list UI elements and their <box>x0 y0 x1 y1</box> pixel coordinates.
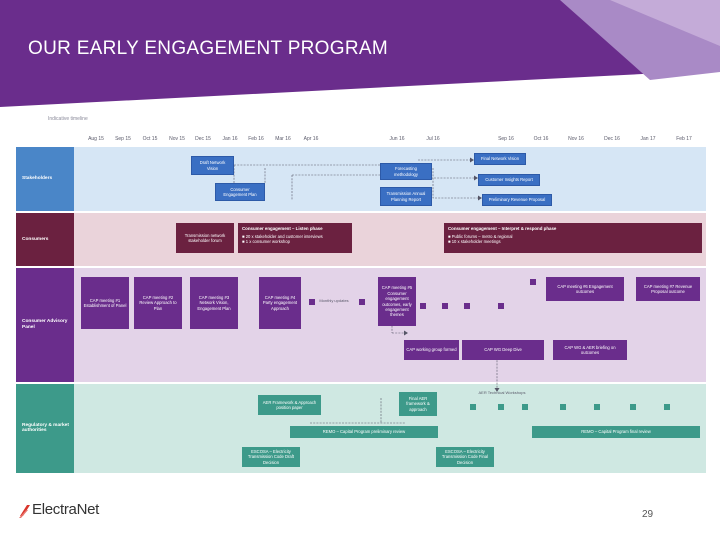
tapr-box: Transmission Annual Planning Report <box>380 187 432 206</box>
escosa-final-box: ESCOSA – Electricity Transmission Code F… <box>436 447 494 467</box>
month-label: Jan 17 <box>640 136 656 142</box>
interpret-phase-box: Consumer engagement – Interpret & respon… <box>444 223 702 253</box>
monthly-update-marker <box>309 299 315 305</box>
cap-meeting-5-box: CAP meeting #5 Consumer engagement outco… <box>378 277 416 326</box>
month-label: Nov 16 <box>568 136 584 142</box>
cap-label: Consumer Advisory Panel <box>16 268 74 382</box>
timeline-caption: Indicative timeline <box>48 116 88 122</box>
month-label: Dec 16 <box>604 136 620 142</box>
listen-phase-bullet-text: 1 x consumer workshop <box>245 239 290 245</box>
listen-phase-title: Consumer engagement – Listen phase <box>242 226 323 231</box>
cap-working-group-box: CAP working group formed <box>404 340 459 360</box>
aer-framework-box: AER Framework & Approach position paper <box>258 395 321 415</box>
cap-meeting-6-box: CAP meeting #6 Engagement outcomes <box>546 277 624 301</box>
page-number: 29 <box>642 509 654 520</box>
interpret-phase-title: Consumer engagement – Interpret & respon… <box>448 226 557 231</box>
aer-workshop-marker <box>498 404 504 410</box>
final-aer-framework-box: Final AER framework & approach <box>399 392 437 416</box>
month-header: Aug 15 Sep 15 Oct 15 Nov 15 Dec 15 Jan 1… <box>0 136 720 146</box>
month-label: Feb 16 <box>248 136 264 142</box>
aer-workshop-marker <box>664 404 670 410</box>
final-network-vision-box: Final Network Vision <box>474 153 526 165</box>
aer-workshop-marker <box>470 404 476 410</box>
cap-label-text: Consumer Advisory Panel <box>22 319 68 330</box>
stakeholders-label: Stakeholders <box>16 147 74 211</box>
consumer-engagement-plan-box: Consumer Engagement Plan <box>215 183 265 201</box>
month-label: Jan 16 <box>222 136 238 142</box>
draft-network-vision-box: Draft Network Vision <box>191 156 234 175</box>
monthly-update-marker <box>359 299 365 305</box>
stakeholders-band <box>16 147 706 211</box>
preliminary-revenue-proposal-box: Preliminary Revenue Proposal <box>482 194 552 206</box>
cap-meeting-2-box: CAP meeting #2 Review Approach to Plan <box>134 277 182 329</box>
cap-meeting-1-box: CAP meeting #1 Establishment of Panel <box>81 277 129 329</box>
consumers-label-text: Consumers <box>22 236 49 242</box>
month-label: Nov 15 <box>169 136 185 142</box>
cap-meeting-7-box: CAP meeting #7 Revenue Proposal outcome <box>636 277 700 301</box>
month-label: Sep 15 <box>115 136 131 142</box>
monthly-update-marker <box>498 303 504 309</box>
interpret-phase-bullet: ■ Public forums – metro & regional <box>448 233 513 239</box>
aer-workshop-marker <box>560 404 566 410</box>
cap-meeting-3-box: CAP meeting #3 Network Vision, Engagemen… <box>190 277 238 329</box>
remo-preliminary-box: REMO – Capital Program preliminary revie… <box>290 426 438 438</box>
remo-final-box: REMO – Capital Program final review <box>532 426 700 438</box>
aer-workshop-marker <box>594 404 600 410</box>
listen-phase-bullet: ■ 20 x stakeholder and customer intervie… <box>242 233 323 239</box>
aer-technical-workshops-label: AER Technical Workshops <box>478 390 526 395</box>
regulatory-label: Regulatory & market authorities <box>16 384 74 473</box>
cap-wg-aer-box: CAP WG & AER briefing on outcomes <box>553 340 627 360</box>
transmission-forum-box: Transmission network stakeholder forum <box>176 223 234 253</box>
slide-title: OUR EARLY ENGAGEMENT PROGRAM <box>28 38 388 59</box>
regulatory-label-text: Regulatory & market authorities <box>22 422 69 434</box>
aer-workshop-marker <box>522 404 528 410</box>
month-label: Sep 16 <box>498 136 514 142</box>
electranet-logo: ElectraNet <box>18 500 118 520</box>
aer-workshop-marker <box>630 404 636 410</box>
listen-phase-bullet-text: 20 x stakeholder and customer interviews <box>245 233 323 239</box>
month-label: Feb 17 <box>676 136 692 142</box>
month-label: Apr 16 <box>303 136 319 142</box>
interpret-phase-bullet-text: 10 x stakeholder meetings <box>451 239 501 245</box>
escosa-draft-box: ESCOSA – Electricity Transmission Code D… <box>242 447 300 467</box>
month-label: Mar 16 <box>275 136 291 142</box>
monthly-update-marker <box>442 303 448 309</box>
month-label: Oct 15 <box>142 136 158 142</box>
title-banner <box>0 0 720 107</box>
month-label: Jul 16 <box>426 136 440 142</box>
month-label: Aug 15 <box>88 136 104 142</box>
cap-wg-deep-dive-box: CAP WG Deep Dive <box>462 340 544 360</box>
monthly-updates-label: Monthly updates <box>319 298 349 303</box>
interpret-phase-bullet-text: Public forums – metro & regional <box>451 233 513 239</box>
logo-mark-icon <box>19 505 30 518</box>
stakeholders-label-text: Stakeholders <box>22 176 53 182</box>
consumers-label: Consumers <box>16 213 74 266</box>
monthly-update-marker <box>420 303 426 309</box>
cap-meeting-4-box: CAP meeting #4 Party engagement Approach <box>259 277 301 329</box>
monthly-update-marker <box>530 279 536 285</box>
interpret-phase-bullet: ■ 10 x stakeholder meetings <box>448 239 501 245</box>
customer-insights-report-box: Customer Insights Report <box>478 174 540 186</box>
month-label: Dec 15 <box>195 136 211 142</box>
listen-phase-bullet: ■ 1 x consumer workshop <box>242 239 290 245</box>
listen-phase-box: Consumer engagement – Listen phase ■ 20 … <box>238 223 352 253</box>
logo-wordmark: ElectraNet <box>32 501 100 518</box>
month-label: Jun 16 <box>389 136 405 142</box>
forecasting-methodology-box: Forecasting methodology <box>380 163 432 180</box>
month-label: Oct 16 <box>533 136 549 142</box>
banner-graphic <box>0 0 720 107</box>
monthly-update-marker <box>464 303 470 309</box>
